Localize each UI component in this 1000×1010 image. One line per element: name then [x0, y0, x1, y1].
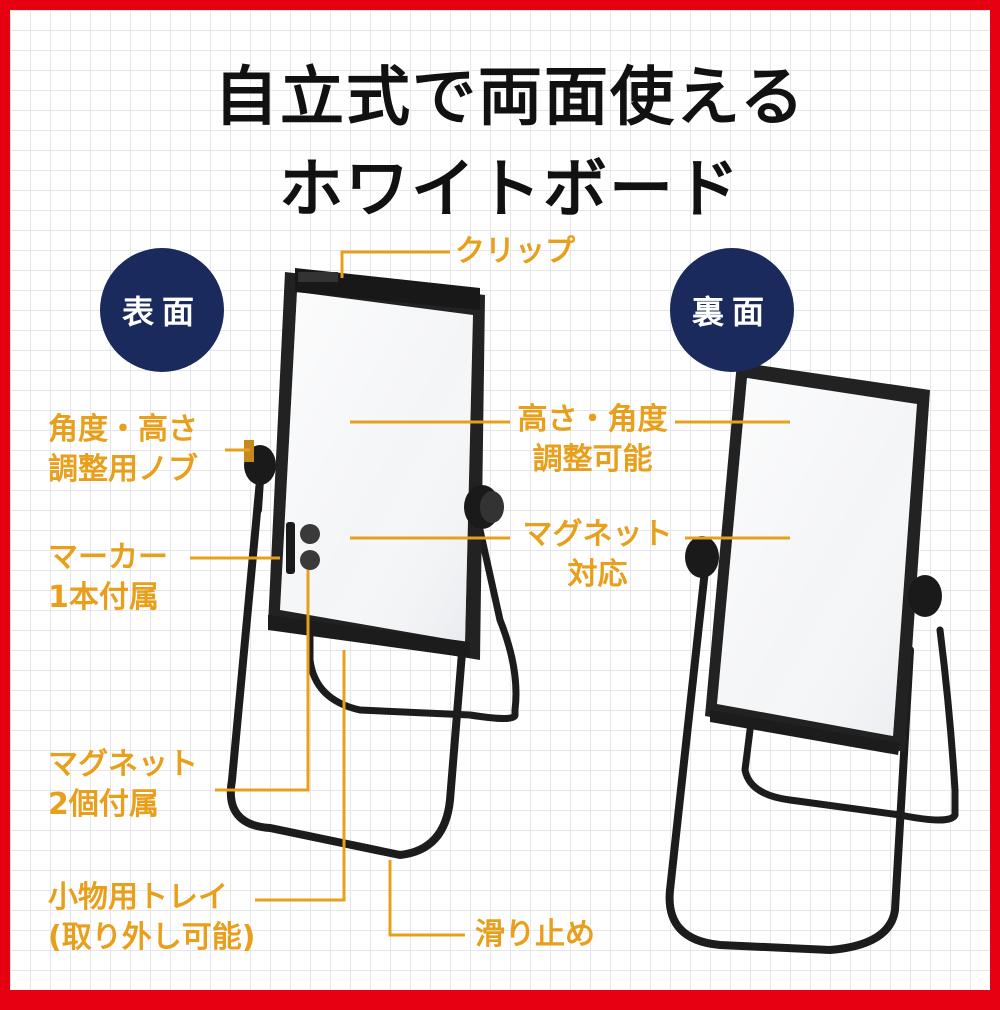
back-side-badge: 裏面	[670, 248, 794, 372]
whiteboard-illustration	[190, 250, 959, 955]
back-stand	[665, 566, 959, 955]
non-slip-label: 滑り止め	[475, 917, 595, 952]
magnet-support-label: マグネット 対応	[510, 515, 685, 595]
tray-label: 小物用トレイ (取り外し可能)	[48, 878, 255, 958]
back-board	[705, 362, 930, 755]
marker-label-line-1: マーカー	[48, 540, 168, 575]
clip-line	[340, 250, 450, 278]
height-angle-label: 高さ・角度 調整可能	[510, 400, 675, 480]
marker-and-magnets	[286, 522, 320, 574]
front-side-badge: 表面	[100, 248, 224, 372]
front-board	[268, 268, 485, 660]
tray-label-line-2: (取り外し可能)	[48, 920, 256, 955]
title-line-2: ホワイトボード	[279, 153, 741, 227]
clip-label: クリップ	[455, 234, 575, 269]
knob-label: 角度・高さ 調整用ノブ	[48, 410, 198, 490]
height-angle-line-2: 調整可能	[532, 442, 653, 477]
title-line-1: 自立式で両面使える	[213, 61, 807, 135]
magnet-included-label: マグネット 2個付属	[48, 745, 198, 825]
magnet-support-line-1: マグネット	[522, 517, 673, 552]
magnet-included-line-2: 2個付属	[48, 787, 159, 822]
magnet-line	[215, 570, 310, 792]
marker-label-line-2: 1本付属	[48, 580, 159, 615]
callout-lines	[190, 250, 790, 937]
knob-label-line-1: 角度・高さ	[48, 412, 198, 447]
marker-label: マーカー 1本付属	[48, 538, 168, 618]
tray-line	[255, 650, 346, 902]
front-stand	[226, 476, 520, 860]
front-knobs	[244, 440, 504, 529]
magnet-included-line-1: マグネット	[48, 747, 198, 782]
tray-label-line-1: 小物用トレイ	[48, 880, 228, 915]
magnet-support-line-2: 対応	[567, 557, 628, 592]
back-knobs	[685, 536, 942, 617]
height-angle-line-1: 高さ・角度	[517, 402, 668, 437]
knob-label-line-2: 調整用ノブ	[48, 452, 198, 487]
non-slip-line	[388, 860, 465, 937]
